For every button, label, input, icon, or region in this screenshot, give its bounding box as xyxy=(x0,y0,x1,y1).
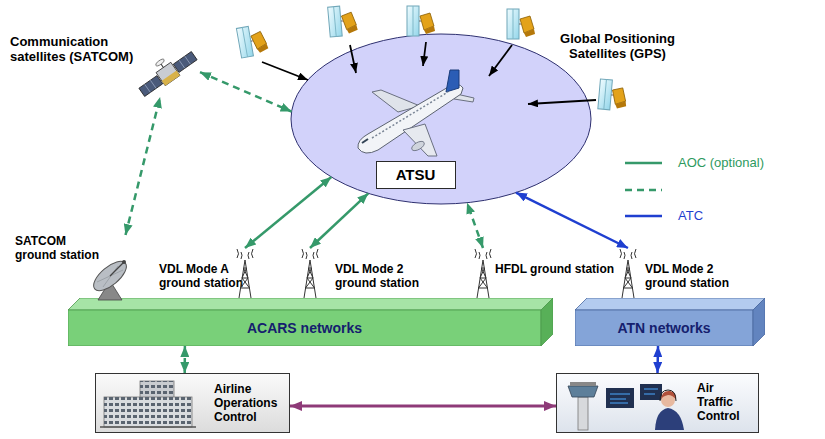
connector-arrow xyxy=(310,193,368,248)
legend-text: AOC (optional) xyxy=(678,156,764,171)
ellipse-outline xyxy=(291,34,591,204)
connector-arrow xyxy=(290,405,556,408)
antenna-tower xyxy=(237,249,253,298)
legend-swatch xyxy=(625,162,662,165)
communication-satellite xyxy=(139,76,163,97)
network-slab xyxy=(575,298,765,310)
connector-arrow xyxy=(516,193,628,248)
atsu-box: ATSU xyxy=(376,161,456,189)
antenna-tower xyxy=(237,249,636,298)
legend-text: ATC xyxy=(678,209,703,224)
satellite-dish xyxy=(97,266,123,287)
node-label: HFDL ground station xyxy=(495,263,614,277)
legend-swatch xyxy=(625,215,662,218)
network-slab xyxy=(541,298,553,346)
network-slab xyxy=(68,310,541,346)
node-label: Communication satellites (SATCOM) xyxy=(10,35,145,65)
ground-station: SATCOM ground station xyxy=(15,235,145,300)
node-label: Air Traffic Control xyxy=(697,382,747,423)
communication-satellite xyxy=(155,58,165,67)
gps-satellites xyxy=(407,6,435,36)
node-label: VDL Mode 2 ground station xyxy=(335,263,430,291)
ground-station: VDL Mode 2 ground station xyxy=(620,248,755,298)
satellite-node: Communication satellites (SATCOM) xyxy=(10,35,200,97)
node-label: SATCOM ground station xyxy=(15,235,107,263)
gps-satellites xyxy=(598,79,629,111)
network-slab xyxy=(68,298,553,310)
satellite-dish xyxy=(89,256,131,300)
connector-arrow xyxy=(467,203,483,248)
network-slab xyxy=(575,310,753,346)
connector-arrow xyxy=(183,346,186,373)
network-band: ATN networks xyxy=(575,298,765,346)
node-label: ATSU xyxy=(377,166,454,183)
connector-arrow xyxy=(200,72,292,111)
legend-swatch xyxy=(625,189,662,192)
node-label: ATN networks xyxy=(575,320,753,336)
node-label: ACARS networks xyxy=(68,320,541,336)
satellite-dish xyxy=(89,256,131,296)
communication-satellite xyxy=(162,70,180,85)
antenna-tower xyxy=(302,249,318,298)
connector-arrow xyxy=(126,97,161,235)
gps-satellites xyxy=(236,24,269,58)
communication-satellite xyxy=(145,56,191,92)
ground-station: VDL Mode 2 ground station xyxy=(300,248,435,298)
gps-signal-arrow xyxy=(262,62,308,80)
antenna-tower xyxy=(475,249,491,298)
communication-satellite xyxy=(133,43,199,99)
antenna-tower xyxy=(620,249,636,298)
communication-satellite xyxy=(156,62,180,85)
network-band: ACARS networks xyxy=(68,298,553,346)
gps-satellites xyxy=(507,9,535,39)
gps-satellites xyxy=(328,5,359,37)
satellite-dish xyxy=(122,260,126,264)
communication-satellite xyxy=(173,52,197,73)
connector-arrow xyxy=(245,177,331,248)
atsu-ellipse: ATSU xyxy=(290,33,592,205)
operations-box: Airline Operations Control xyxy=(95,373,290,433)
legend-swatch xyxy=(625,163,662,216)
node-label: VDL Mode 2 ground station xyxy=(645,263,740,291)
satellite-dish xyxy=(110,262,124,276)
node-label: VDL Mode A ground station xyxy=(159,263,249,291)
ground-station: HFDL ground station xyxy=(475,248,600,298)
node-label: Airline Operations Control xyxy=(214,383,289,424)
communication-satellite xyxy=(161,63,164,67)
ground-station: VDL Mode A ground station xyxy=(158,248,255,298)
control-box: Air Traffic Control xyxy=(556,373,759,433)
network-slab xyxy=(753,298,765,346)
gps-label: Global Positioning Satellites (GPS) xyxy=(530,32,705,62)
connector-arrow xyxy=(656,346,659,373)
